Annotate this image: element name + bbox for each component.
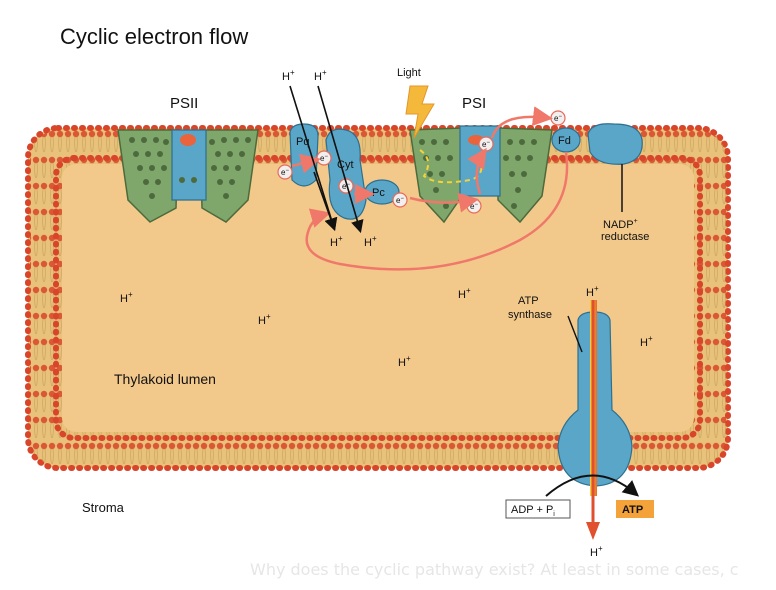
nadp-reductase <box>587 123 643 165</box>
atp-box: ATP <box>616 500 654 518</box>
svg-text:ATP: ATP <box>622 504 643 516</box>
proton-label: H+ <box>282 68 295 83</box>
proton-label: H+ <box>364 234 377 249</box>
electron-label: e− <box>396 196 404 205</box>
electron-icon <box>338 178 354 194</box>
svg-text:ADP + Pi: ADP + Pi <box>511 504 555 518</box>
stroma-label: Stroma <box>82 500 125 515</box>
atp-synthase <box>557 300 633 540</box>
psii-complex <box>117 129 259 223</box>
pc-label: Pc <box>372 187 385 199</box>
proton-flow-arrows <box>289 85 364 234</box>
atp-synthesis-arrow <box>545 474 640 497</box>
nadp-reductase-label: NADP+reductase <box>601 218 649 243</box>
fd-label: Fd <box>558 135 571 147</box>
caption-text: Why does the cyclic pathway exist? At le… <box>250 560 739 579</box>
proton-label: H+ <box>458 286 471 301</box>
light-label: Light <box>397 67 421 79</box>
proton-label: H+ <box>640 334 653 349</box>
thylakoid-membrane <box>25 125 731 471</box>
proton-label: H+ <box>258 312 271 327</box>
proton-label: H+ <box>586 284 599 299</box>
psi-label: PSI <box>462 95 486 112</box>
electron-icon <box>277 164 293 180</box>
diagram-title: Cyclic electron flow <box>60 24 249 49</box>
proton-label: H+ <box>120 290 133 305</box>
electron-label: e− <box>281 168 289 177</box>
psii-label: PSII <box>170 95 198 112</box>
light-bolt-icon <box>405 85 435 139</box>
proton-label: H+ <box>398 354 411 369</box>
electron-icon <box>392 192 408 208</box>
proton-label: H+ <box>590 544 603 559</box>
adp-pi-box: ADP + Pi <box>505 499 571 519</box>
lumen-label: Thylakoid lumen <box>114 371 216 387</box>
electron-label: e− <box>342 182 350 191</box>
proton-label: H+ <box>330 234 343 249</box>
electron-flow-arrows <box>291 106 569 271</box>
electron-label: e− <box>320 154 328 163</box>
electron-label: e− <box>482 140 490 149</box>
proton-label: H+ <box>314 68 327 83</box>
electron-label: e− <box>554 114 562 123</box>
